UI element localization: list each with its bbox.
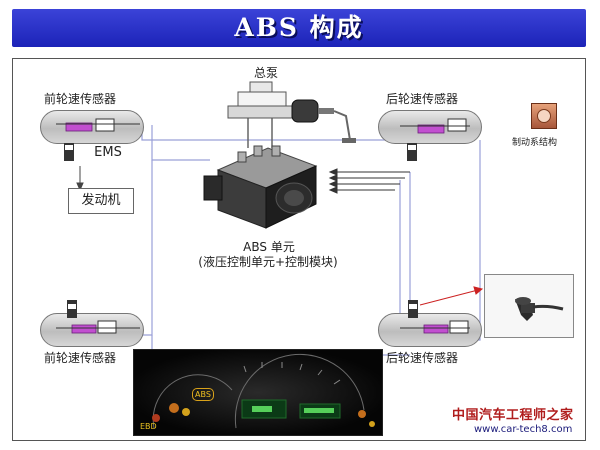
rear-sensor-label-top: 后轮速传感器 bbox=[386, 92, 459, 106]
sensor-rr-top bbox=[400, 118, 470, 161]
dashboard-gauges bbox=[152, 353, 375, 429]
master-cylinder-label: 总泵 bbox=[254, 66, 279, 80]
diagram-frame bbox=[12, 58, 586, 441]
page-title: ABS 构成 bbox=[234, 13, 364, 42]
arrow-head-1 bbox=[328, 168, 338, 176]
wheel-rear-right-top bbox=[378, 110, 482, 144]
abs-unit-label: ABS 单元 bbox=[243, 240, 295, 254]
wheel-speed-sensor-photo-icon bbox=[515, 297, 564, 321]
front-sensor-label-bottom: 前轮速传感器 bbox=[44, 351, 117, 365]
front-sensor-label-top: 前轮速传感器 bbox=[44, 92, 117, 106]
sensor-callout-line bbox=[419, 289, 479, 306]
brake-system-structure-label: 制动系结构 bbox=[512, 138, 558, 148]
sensor-photo bbox=[484, 274, 574, 338]
arrow-head-2 bbox=[328, 174, 338, 182]
sensor-rr-bottom bbox=[400, 300, 470, 334]
ems-engine-arrow bbox=[76, 182, 84, 192]
title-bar: ABS 构成 bbox=[12, 9, 586, 47]
arrow-head-4 bbox=[328, 186, 338, 194]
ems-box: EMS bbox=[68, 142, 148, 166]
brake-system-link-icon[interactable] bbox=[531, 103, 557, 129]
sensor-fl-bottom bbox=[56, 300, 140, 334]
abs-unit-sublabel: (液压控制单元+控制模块) bbox=[198, 255, 338, 269]
watermark-url: www.car-tech8.com bbox=[474, 424, 573, 435]
ebd-warning-light: EBD bbox=[140, 422, 157, 431]
ems-label: EMS bbox=[94, 145, 122, 160]
arrow-head-3 bbox=[328, 180, 338, 188]
engine-box: 发动机 bbox=[68, 188, 134, 214]
abs-hydraulic-unit-icon bbox=[203, 145, 318, 229]
dashboard-panel: ABS EBD bbox=[133, 349, 383, 436]
engine-label: 发动机 bbox=[81, 193, 121, 208]
rear-sensor-label-bottom: 后轮速传感器 bbox=[386, 351, 459, 365]
watermark-site-name: 中国汽车工程师之家 bbox=[452, 408, 574, 423]
sensor-fl-top bbox=[56, 118, 140, 161]
sensor-callout-arrow bbox=[473, 286, 484, 295]
abs-warning-light: ABS bbox=[192, 388, 214, 401]
master-cylinder-icon bbox=[227, 81, 356, 143]
